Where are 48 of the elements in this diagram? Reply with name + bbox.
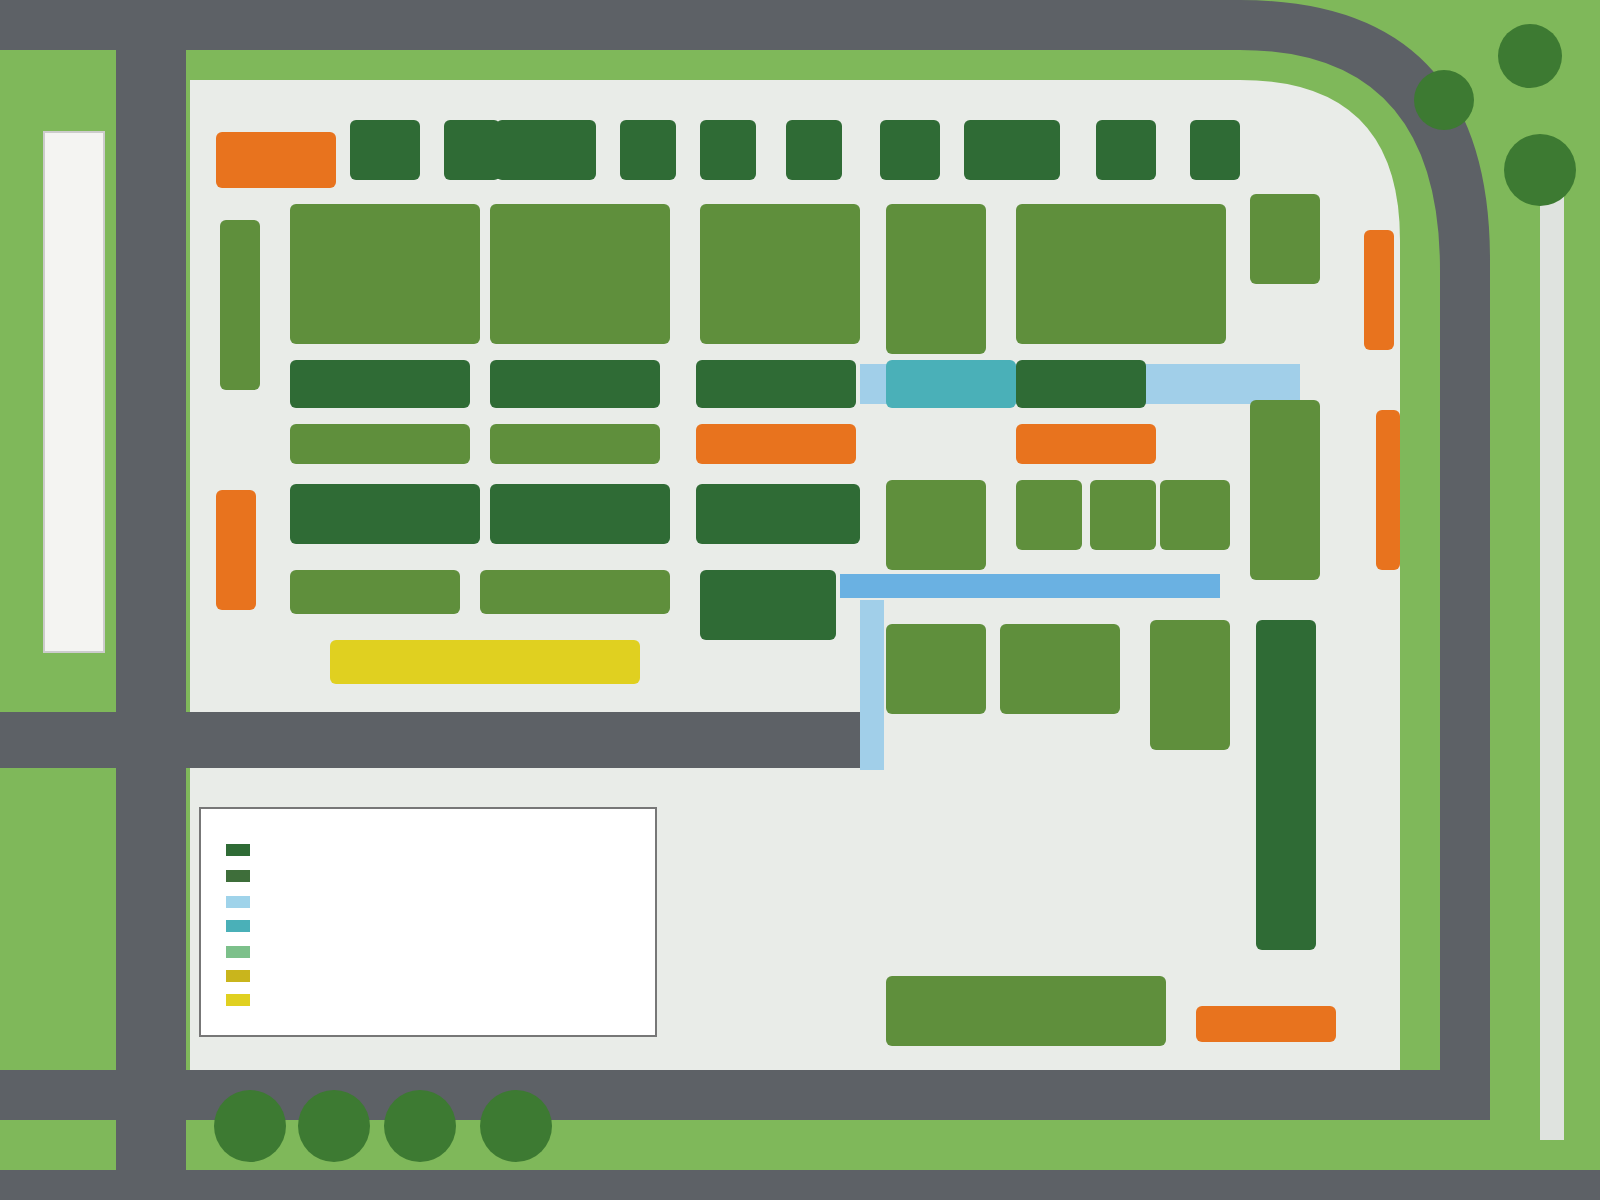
site-block bbox=[220, 220, 260, 390]
site-block bbox=[964, 120, 1060, 180]
site-block bbox=[216, 490, 256, 610]
site-block bbox=[886, 976, 1166, 1046]
site-block bbox=[696, 484, 860, 544]
site-block bbox=[490, 424, 660, 464]
site-block bbox=[490, 484, 670, 544]
site-block bbox=[1096, 120, 1156, 180]
site-block bbox=[290, 360, 470, 408]
site-block bbox=[350, 120, 420, 180]
site-block bbox=[696, 360, 856, 408]
site-block bbox=[1016, 424, 1156, 464]
site-block bbox=[290, 204, 480, 344]
site-block bbox=[1250, 194, 1320, 284]
site-block bbox=[1256, 620, 1316, 950]
site-block bbox=[786, 120, 842, 180]
site-block bbox=[1196, 1006, 1336, 1042]
site-block bbox=[1150, 620, 1230, 750]
site-block bbox=[216, 132, 336, 188]
site-block bbox=[1016, 204, 1226, 344]
site-block bbox=[1016, 480, 1082, 550]
site-block bbox=[1000, 624, 1120, 714]
site-block bbox=[1376, 410, 1400, 570]
site-block bbox=[886, 480, 986, 570]
site-block bbox=[496, 120, 596, 180]
site-block bbox=[290, 570, 460, 614]
site-block bbox=[1016, 360, 1146, 408]
site-block bbox=[1250, 400, 1320, 580]
site-block bbox=[1160, 480, 1230, 550]
site-block bbox=[886, 204, 986, 354]
site-block bbox=[290, 424, 470, 464]
site-block bbox=[1190, 120, 1240, 180]
site-block bbox=[886, 360, 1016, 408]
site-block bbox=[880, 120, 940, 180]
site-block bbox=[490, 360, 660, 408]
site-block bbox=[886, 624, 986, 714]
site-block bbox=[700, 204, 860, 344]
site-block bbox=[696, 424, 856, 464]
site-block bbox=[330, 640, 640, 684]
site-block bbox=[700, 570, 836, 640]
site-block bbox=[480, 570, 670, 614]
site-block bbox=[444, 120, 500, 180]
site-block bbox=[490, 204, 670, 344]
site-block bbox=[700, 120, 756, 180]
site-block bbox=[1090, 480, 1156, 550]
site-block bbox=[620, 120, 676, 180]
site-block bbox=[1364, 230, 1394, 350]
site-block bbox=[290, 484, 480, 544]
